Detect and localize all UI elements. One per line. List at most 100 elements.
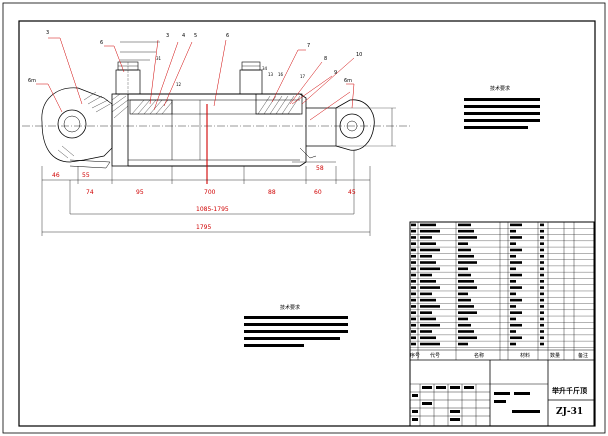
- callout: 6m: [344, 78, 352, 84]
- parts-cell: [411, 317, 416, 321]
- parts-cell: [510, 229, 516, 233]
- parts-cell: [411, 229, 416, 233]
- parts-cell: [420, 280, 436, 283]
- fitting-label: 13: [268, 72, 274, 77]
- parts-cell: [420, 311, 432, 314]
- callout: 7: [307, 43, 310, 49]
- parts-cell: [510, 273, 522, 277]
- parts-cell: [458, 323, 471, 327]
- parts-cell: [510, 267, 516, 271]
- parts-cell: [540, 323, 544, 327]
- parts-cell: [420, 261, 436, 264]
- title-area: [410, 360, 594, 426]
- parts-cell: [420, 323, 440, 327]
- parts-cell: [540, 280, 544, 283]
- callout: 9: [334, 70, 337, 76]
- parts-cell: [420, 286, 440, 289]
- parts-cell: [540, 298, 544, 302]
- parts-cell: [540, 242, 544, 246]
- parts-cell: [420, 242, 436, 246]
- callout: 6: [100, 40, 103, 46]
- dim-value: 95: [136, 189, 144, 196]
- parts-cell: [411, 342, 416, 346]
- parts-cell: [458, 229, 474, 233]
- parts-cell: [458, 311, 477, 314]
- parts-cell: [411, 311, 416, 314]
- parts-cell: [510, 317, 516, 321]
- parts-cell: [510, 254, 516, 258]
- parts-cell: [458, 305, 474, 308]
- drawing-name: 举升千斤顶: [551, 386, 587, 395]
- parts-cell: [411, 254, 416, 258]
- parts-cell: [510, 323, 522, 327]
- parts-cell: [510, 305, 516, 308]
- parts-cell: [510, 242, 516, 246]
- dim-value: 1795: [196, 224, 211, 231]
- parts-cell: [458, 223, 471, 227]
- dim-value: 88: [268, 189, 276, 196]
- parts-cell: [510, 292, 516, 296]
- parts-cell: [540, 317, 544, 321]
- header-col: 数量: [550, 352, 560, 359]
- fitting-label: 34: [262, 66, 268, 71]
- parts-cell: [458, 286, 477, 289]
- dim-value: 60: [314, 189, 322, 196]
- parts-cell: [420, 267, 440, 271]
- dim-value: 74: [86, 189, 94, 196]
- callout: 3: [166, 33, 169, 39]
- parts-cell: [458, 292, 468, 296]
- dimensions: [41, 150, 371, 236]
- parts-cell: [420, 229, 440, 233]
- parts-cell: [510, 248, 522, 252]
- dim-value: 700: [204, 189, 216, 196]
- fitting-label: 12: [176, 82, 182, 87]
- parts-cell: [510, 261, 522, 264]
- parts-cell: [420, 236, 432, 239]
- parts-cell: [420, 223, 436, 227]
- parts-cell: [420, 305, 440, 308]
- parts-cell: [540, 336, 544, 340]
- parts-cell: [510, 223, 522, 227]
- parts-cell: [458, 242, 468, 246]
- parts-cell: [411, 336, 416, 340]
- parts-cell: [458, 267, 468, 271]
- parts-cell: [458, 317, 468, 321]
- parts-cell: [458, 236, 477, 239]
- dim-value: 58: [316, 165, 324, 172]
- callout: 8: [324, 56, 327, 62]
- callout: 6: [226, 33, 229, 39]
- callout: 5: [194, 33, 197, 39]
- parts-cell: [540, 292, 544, 296]
- parts-cell: [458, 248, 471, 252]
- parts-cell: [420, 292, 432, 296]
- parts-cell: [540, 254, 544, 258]
- fitting-label: 16: [278, 72, 284, 77]
- parts-cell: [411, 305, 416, 308]
- parts-cell: [458, 342, 468, 346]
- parts-cell: [411, 280, 416, 283]
- parts-cell: [510, 336, 522, 340]
- parts-cell: [411, 223, 416, 227]
- parts-cell: [540, 286, 544, 289]
- parts-cell: [458, 336, 477, 340]
- header-col: 名称: [474, 352, 484, 359]
- parts-cell: [411, 273, 416, 277]
- parts-cell: [411, 286, 416, 289]
- parts-cell: [411, 323, 416, 327]
- parts-cell: [458, 280, 474, 283]
- dim-value: 45: [348, 189, 356, 196]
- parts-cell: [420, 317, 436, 321]
- header-col: 材料: [520, 352, 530, 359]
- parts-cell: [411, 236, 416, 239]
- parts-cell: [510, 298, 522, 302]
- parts-cell: [420, 330, 432, 333]
- parts-cell: [411, 267, 416, 271]
- header-col: 序号: [410, 352, 420, 359]
- drawing-code: ZJ-31: [556, 407, 583, 417]
- callout-leaders: [36, 37, 355, 121]
- note-title: 技术要求: [490, 85, 510, 92]
- parts-cell: [458, 254, 474, 258]
- parts-cell: [420, 273, 432, 277]
- header-col: 代号: [430, 352, 440, 359]
